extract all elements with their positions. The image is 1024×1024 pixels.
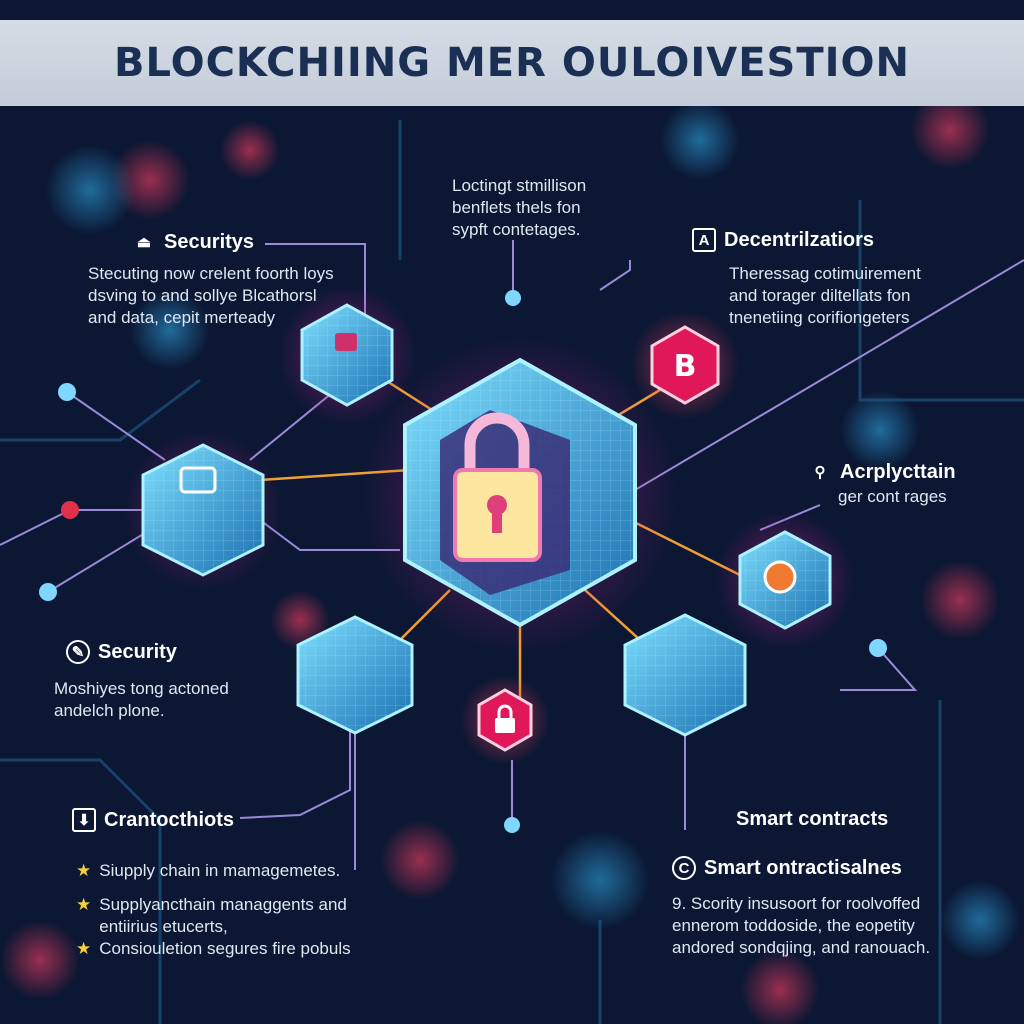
star-icon: ★ xyxy=(76,895,92,914)
background-glows xyxy=(0,90,1020,1024)
bullet-item: ★ Supplyancthain managgents and entiirius… xyxy=(76,894,386,938)
crantocthiots-heading: ⬇ Crantocthiots xyxy=(72,808,234,832)
cube-right xyxy=(715,510,855,650)
heading-text: Security xyxy=(98,640,177,663)
text-line: andelch plone. xyxy=(54,701,165,720)
cubes xyxy=(123,285,855,737)
shield-check-icon: ✎ xyxy=(66,640,90,664)
security-heading: ✎ Security xyxy=(66,640,177,664)
bitcoin-badge: B xyxy=(630,310,740,420)
heading-text: Decentrilzatiors xyxy=(724,228,875,251)
cube-left xyxy=(123,430,283,590)
top-note: Loctingt stmillison benflets thels fon s… xyxy=(452,175,586,241)
text-line: dsving to and sollye Blcathorsl xyxy=(88,286,317,305)
star-icon: ★ xyxy=(76,939,92,958)
node-dots xyxy=(39,290,887,833)
person-icon: ⚲ xyxy=(814,464,826,481)
text-line: 9. Scority insusoort for roolvoffed xyxy=(672,894,921,913)
center-cube xyxy=(360,335,680,655)
smart-contracts-heading: Smart contracts xyxy=(736,808,889,830)
text-line: tnenetiing corifiongeters xyxy=(729,308,910,327)
user-badge-icon: ⏏ xyxy=(136,234,152,251)
heading-text: Crantocthiots xyxy=(104,808,234,831)
smart-ontract-heading: C Smart ontractisalnes xyxy=(672,856,902,880)
text-line: and torager diltellats fon xyxy=(729,286,911,305)
c-circle-icon: C xyxy=(672,856,696,880)
text-line: and data, cepit merteady xyxy=(88,308,276,327)
decentralization-heading: A Decentrilzatiors xyxy=(692,228,874,252)
bullet-text: Consiouletion segures fire pobuls xyxy=(99,939,351,958)
text-line: Stecuting now crelent foorth loys xyxy=(88,264,334,283)
heading-text: Acrplycttain xyxy=(840,460,956,483)
text-line: Loctingt stmillison xyxy=(452,176,587,195)
securitys-text: Stecuting now crelent foorth loys dsving… xyxy=(88,263,334,329)
lock-badge xyxy=(460,675,550,765)
securitys-heading: ⏏ Securitys xyxy=(132,230,254,254)
text-line: benflets thels fon xyxy=(452,198,581,217)
decentralization-text: Theressag cotimuirement and torager dilt… xyxy=(729,263,921,329)
cube-small xyxy=(277,285,417,425)
padlock-icon xyxy=(464,412,530,475)
bullet-text: Siupply chain in mamagemetes. xyxy=(99,861,341,880)
acrplycttain-heading: ⚲ Acrplycttain xyxy=(808,460,956,484)
text-line: andored sondqjing, and ranouach. xyxy=(672,938,931,957)
acrplycttain-text: ger cont rages xyxy=(838,487,947,506)
background-circuits xyxy=(0,120,1024,1024)
crantocthiots-bullets: ★ Siupply chain in mamagemetes. ★ Supplyan… xyxy=(76,860,386,960)
text-line: Moshiyes tong actoned xyxy=(54,679,229,698)
bullet-item: ★ Consiouletion segures fire pobuls xyxy=(76,938,386,960)
svg-text:B: B xyxy=(674,349,697,384)
security-text: Moshiyes tong actoned andelch plone. xyxy=(54,678,229,722)
text-line: sypft contetages. xyxy=(452,220,581,239)
cube-bottom-right xyxy=(623,613,747,737)
smart-ontract-text: 9. Scority insusoort for roolvoffed enne… xyxy=(672,893,930,959)
title-banner: BLOCKCHIING MER OULOIVESTION xyxy=(0,20,1024,106)
bullet-item: ★ Siupply chain in mamagemetes. xyxy=(76,860,386,882)
cube-bottom-left xyxy=(296,615,414,735)
page-title: BLOCKCHIING MER OULOIVESTION xyxy=(114,40,910,86)
a-letter-icon: A xyxy=(692,228,716,252)
download-icon: ⬇ xyxy=(72,808,96,832)
star-icon: ★ xyxy=(76,861,92,880)
heading-text: Securitys xyxy=(164,230,255,253)
text-line: Theressag cotimuirement xyxy=(729,264,921,283)
bullet-text: Supplyancthain managgents and entiirius … xyxy=(99,895,347,936)
heading-text: Smart ontractisalnes xyxy=(704,856,902,879)
text-line: ennerom toddoside, the eopetity xyxy=(672,916,915,935)
